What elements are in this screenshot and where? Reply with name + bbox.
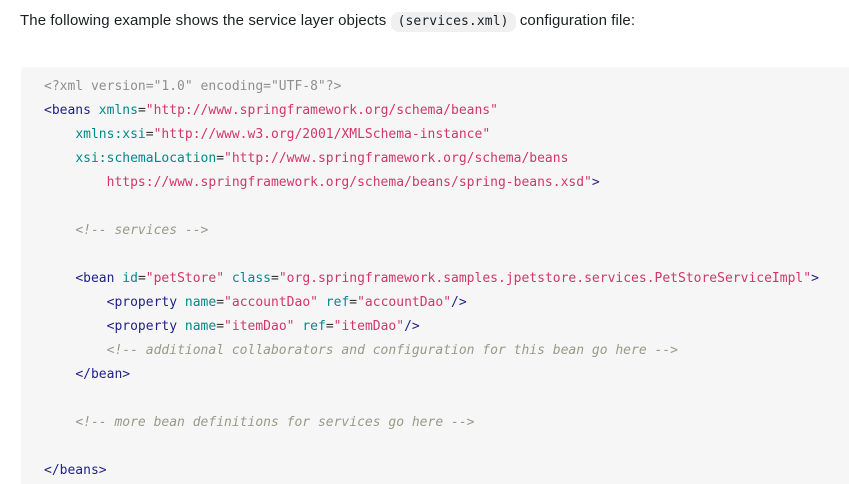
code-block: <?xml version="1.0" encoding="UTF-8"?> <b…	[21, 67, 849, 484]
doc-page: The following example shows the service …	[0, 10, 849, 484]
code-line	[44, 243, 833, 267]
code-line: <?xml version="1.0" encoding="UTF-8"?>	[44, 75, 833, 99]
code-token-com: <!-- services -->	[75, 223, 209, 238]
code-token-tag: <property	[106, 319, 178, 334]
code-token-txt	[318, 295, 326, 310]
code-token-attr: class	[231, 271, 272, 286]
code-token-tag: />	[404, 319, 420, 334]
intro-text-before: The following example shows the service …	[20, 12, 391, 29]
code-token-txt	[44, 319, 107, 334]
code-token-attr: ref	[325, 295, 350, 310]
code-token-txt	[44, 295, 107, 310]
code-token-str: "accountDao"	[224, 295, 318, 310]
code-line: xsi:schemaLocation="http://www.springfra…	[44, 147, 833, 171]
code-token-txt: =	[271, 271, 279, 286]
code-token-txt	[44, 415, 75, 430]
code-token-tag: </beans>	[44, 463, 107, 478]
code-token-txt	[44, 367, 75, 382]
code-line: https://www.springframework.org/schema/b…	[44, 171, 833, 195]
code-line: <bean id="petStore" class="org.springfra…	[44, 267, 833, 291]
code-token-txt: =	[137, 103, 146, 118]
inline-code-services-xml: (services.xml)	[390, 12, 516, 32]
code-token-txt	[44, 343, 107, 358]
code-token-attr: name	[184, 319, 217, 334]
code-token-txt: =	[145, 127, 154, 142]
code-token-attr: xsi:schemaLocation	[75, 151, 217, 166]
code-token-str: "http://www.springframework.org/schema/b…	[145, 103, 498, 118]
code-token-meta: <?xml version="1.0" encoding="UTF-8"?>	[44, 79, 342, 94]
code-token-txt	[177, 295, 185, 310]
code-token-txt	[224, 271, 232, 286]
code-line: <!-- more bean definitions for services …	[44, 411, 833, 435]
code-token-txt: =	[216, 319, 225, 334]
intro-paragraph: The following example shows the service …	[20, 10, 829, 33]
code-token-txt	[44, 175, 107, 190]
code-token-str: "org.springframework.samples.jpetstore.s…	[278, 271, 812, 286]
code-token-txt: =	[349, 295, 358, 310]
code-token-txt: =	[325, 319, 334, 334]
code-token-attr: xmlns	[98, 103, 138, 118]
code-token-txt	[91, 103, 99, 118]
code-line: <!-- services -->	[44, 219, 833, 243]
code-token-str: https://www.springframework.org/schema/b…	[106, 175, 592, 190]
code-line: <beans xmlns="http://www.springframework…	[44, 99, 833, 123]
code-token-str: "http://www.springframework.org/schema/b…	[224, 151, 569, 166]
code-line: </bean>	[44, 363, 833, 387]
code-token-txt: =	[216, 151, 225, 166]
code-line: <!-- additional collaborators and config…	[44, 339, 833, 363]
code-line	[44, 435, 833, 459]
code-token-tag: <bean	[75, 271, 115, 286]
code-token-com: <!-- more bean definitions for services …	[75, 415, 475, 430]
code-token-com: <!-- additional collaborators and config…	[106, 343, 678, 358]
intro-text-after: configuration file:	[515, 12, 636, 29]
code-token-tag: >	[591, 175, 600, 190]
code-token-str: "http://www.w3.org/2001/XMLSchema-instan…	[153, 127, 491, 142]
code-token-str: "itemDao"	[333, 319, 405, 334]
code-token-str: "accountDao"	[357, 295, 452, 310]
code-token-attr: name	[184, 295, 217, 310]
code-line: xmlns:xsi="http://www.w3.org/2001/XMLSch…	[44, 123, 833, 147]
code-token-str: "petStore"	[145, 271, 225, 286]
code-token-txt: =	[137, 271, 146, 286]
code-token-tag: >	[811, 271, 819, 286]
code-line: <property name="accountDao" ref="account…	[44, 291, 833, 315]
code-line	[44, 195, 833, 219]
code-token-txt	[44, 127, 75, 142]
code-token-attr: ref	[302, 319, 326, 334]
code-line: <property name="itemDao" ref="itemDao"/>	[44, 315, 833, 339]
code-token-tag: />	[451, 295, 467, 310]
code-token-attr: xmlns:xsi	[75, 127, 146, 142]
code-line: </beans>	[44, 459, 833, 483]
code-line	[44, 387, 833, 411]
code-token-txt	[44, 151, 75, 166]
code-token-tag: <property	[106, 295, 178, 310]
code-token-txt	[44, 271, 75, 286]
code-token-attr: id	[122, 271, 138, 286]
code-token-str: "itemDao"	[224, 319, 295, 334]
code-token-txt: =	[216, 295, 225, 310]
code-token-txt	[177, 319, 185, 334]
code-token-txt	[44, 223, 75, 238]
code-token-tag: </bean>	[75, 367, 131, 382]
code-token-tag: <beans	[44, 103, 91, 118]
